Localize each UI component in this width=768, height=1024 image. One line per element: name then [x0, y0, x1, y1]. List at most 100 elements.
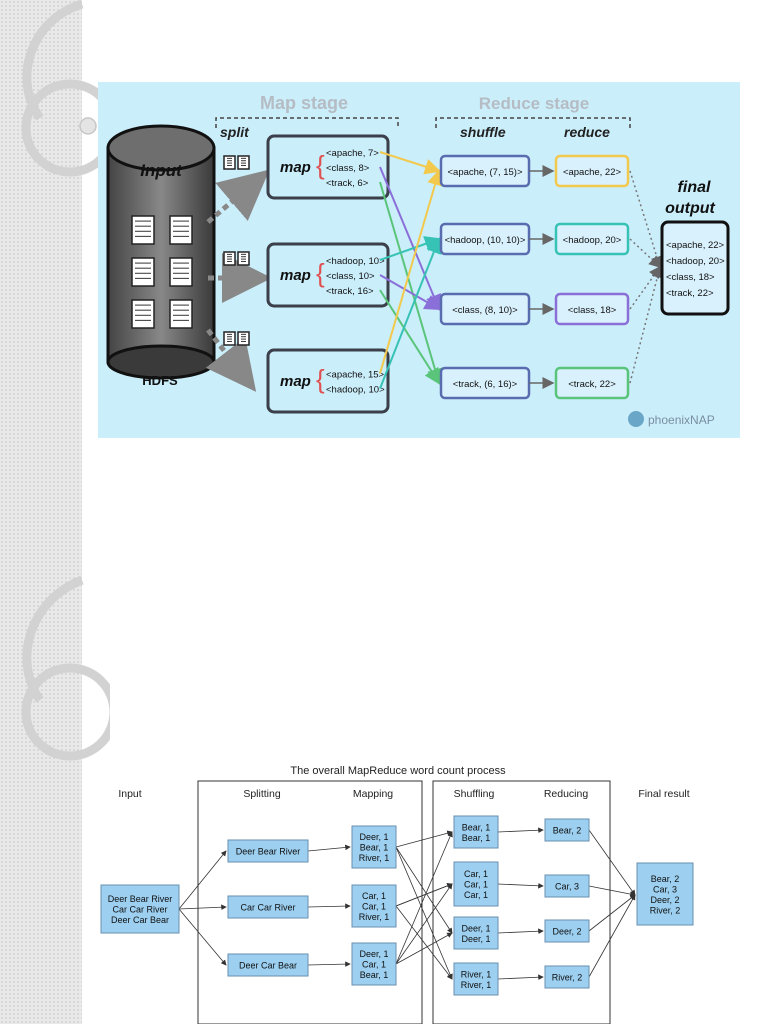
- reduce-box: <class, 18>: [554, 265, 661, 326]
- flow-arrow: [178, 904, 227, 911]
- shuffle-line-apache: [379, 169, 443, 374]
- word-count-title: The overall MapReduce word count process: [290, 765, 506, 777]
- input-box-text: Deer Car Bear: [111, 915, 169, 925]
- split-document-icon: [223, 331, 236, 346]
- reduce-box-text: Deer, 2: [552, 927, 581, 937]
- shuffle-box-frame: [453, 861, 499, 907]
- shuffle-box-text: River, 1: [461, 980, 492, 990]
- reduce-to-final-arrow: [629, 170, 663, 269]
- split-document-icon: [237, 155, 250, 170]
- shuffle-reduce-frame: [432, 780, 611, 1024]
- shuffle-phase-label: shuffle: [460, 124, 506, 140]
- reduce-entry: <apache, 22>: [563, 167, 622, 178]
- hdfs-document-icon: [169, 215, 193, 245]
- reduce-entry: <hadoop, 20>: [563, 235, 622, 246]
- map-label: map: [280, 159, 311, 176]
- split-box-frame: [227, 895, 309, 919]
- reduce-box-frame: [544, 818, 590, 842]
- shuffle-box-text: Bear, 1: [462, 833, 491, 843]
- mapper-box: map{<apache, 15><hadoop, 10>: [266, 348, 390, 414]
- reduce-box-frame: [544, 919, 590, 943]
- shuffle-box-text: Car, 1: [464, 869, 488, 879]
- shuffle-line-class: [379, 166, 442, 311]
- mapper-entry: <apache, 15>: [326, 370, 385, 381]
- map-label: map: [280, 267, 311, 284]
- mapper-entry: <class, 10>: [326, 271, 375, 282]
- mapreduce-stages-diagram: Map stage Reduce stage split shuffle red…: [98, 82, 740, 438]
- reduce-to-final-arrow: [629, 238, 662, 269]
- shuffle-box-text: Bear, 1: [462, 822, 491, 832]
- shuffle-box: <hadoop, (10, 10)>: [439, 222, 555, 256]
- shuffle-entry: <apache, (7, 15)>: [448, 167, 523, 178]
- document-icon: [131, 299, 155, 329]
- shuffle-box-frame: [453, 962, 499, 996]
- shuffle-line-apache: [379, 151, 441, 175]
- split-document-icons: [223, 155, 250, 346]
- map-box-text: Car, 1: [362, 902, 386, 912]
- map-label: map: [280, 373, 311, 390]
- mapper-entry: <class, 8>: [326, 163, 370, 174]
- reduce-box: Car, 3: [544, 874, 590, 898]
- split-box: Deer Car Bear: [227, 953, 309, 977]
- final-entry: <track, 22>: [666, 288, 714, 299]
- final-frame: [660, 220, 730, 316]
- reduce-box: Bear, 2: [544, 818, 590, 842]
- flow-arrow: [497, 974, 544, 981]
- mapper-box: map{<apache, 7><class, 8><track, 6>: [266, 134, 390, 200]
- shuffle-box-frame: [453, 916, 499, 950]
- shuffle-box: <apache, (7, 15)>: [439, 154, 555, 188]
- document-icon: [223, 251, 236, 266]
- shuffle-box-text: Deer, 1: [461, 923, 490, 933]
- final-result-box-text: Bear, 2: [651, 874, 680, 884]
- final-entry: <hadoop, 20>: [666, 256, 725, 267]
- flow-arrow: [497, 882, 544, 889]
- hdfs-document-icon: [131, 257, 155, 287]
- document-icon: [169, 299, 193, 329]
- mapper-entry: <hadoop, 10>: [326, 385, 385, 396]
- map-box-text: Car, 1: [362, 960, 386, 970]
- document-icon: [131, 257, 155, 287]
- reduce-entry: <class, 18>: [568, 305, 617, 316]
- reduce-box-text: Car, 3: [555, 882, 579, 892]
- document-icon: [237, 155, 250, 170]
- flow-arrow: [307, 903, 351, 909]
- shuffle-box-text: Car, 1: [464, 880, 488, 890]
- reduce-box-text: Bear, 2: [553, 826, 582, 836]
- hdfs-document-icon: [169, 257, 193, 287]
- reduce-stage-bracket: [435, 117, 631, 128]
- split-box: Car Car River: [227, 895, 309, 919]
- reduce-box-frame: [544, 874, 590, 898]
- shuffle-box: <class, (8, 10)>: [439, 292, 555, 326]
- ring: [21, 663, 110, 761]
- map-box-frame: [351, 884, 397, 928]
- final-entry: <class, 18>: [666, 272, 715, 283]
- input-box-text: Car Car River: [112, 905, 167, 915]
- shuffle-boxes: <apache, (7, 15)> <hadoop, (10, 10)> <clas…: [439, 154, 555, 400]
- shuffle-entry: <track, (6, 16)>: [453, 379, 518, 390]
- mapper-frame: [266, 242, 390, 308]
- mapper-frame: [266, 134, 390, 200]
- final-result-box-text: River, 2: [650, 905, 681, 915]
- column-header: Shuffling: [454, 788, 495, 800]
- split-arrows: [205, 169, 272, 392]
- mapper-entry: <track, 6>: [326, 178, 369, 189]
- input-label: Input: [140, 161, 183, 180]
- hdfs-label: HDFS: [142, 373, 178, 388]
- final-output-box: <apache, 22><hadoop, 20><class, 18><trac…: [660, 220, 730, 316]
- map-box-frame: [351, 942, 397, 986]
- split-box-frame: [227, 953, 309, 977]
- split-document-icon: [223, 155, 236, 170]
- document-icon: [237, 331, 250, 346]
- column-header: Splitting: [243, 788, 281, 800]
- final-result-box-frame: [636, 862, 694, 926]
- map-box-text: Bear, 1: [360, 970, 389, 980]
- slide-decoration-rings: [21, 0, 110, 761]
